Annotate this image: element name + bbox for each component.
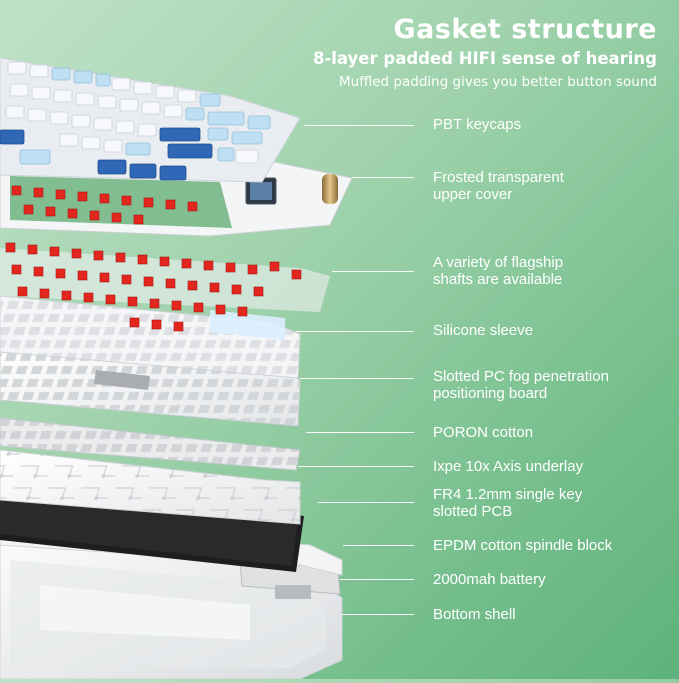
leader-line-battery (340, 579, 414, 580)
leader-line-ixpe (298, 466, 414, 467)
label-text: shafts are available (433, 271, 563, 288)
leader-line-pcb (318, 502, 414, 503)
leader-line-positioning-board (300, 378, 414, 379)
keycaps-layer (0, 57, 301, 183)
label-text: upper cover (433, 186, 513, 203)
leader-line-epdm (343, 545, 414, 546)
label-keycaps: PBT keycaps (433, 116, 521, 133)
label-text: PBT keycaps (433, 116, 522, 133)
label-text: PORON cotton (433, 424, 534, 441)
label-text: Silicone sleeve (433, 322, 534, 339)
label-epdm: EPDM cotton spindle block (433, 537, 612, 554)
page-title: Gasket structure (393, 14, 657, 45)
label-ixpe: Ixpe 10x Axis underlay (433, 458, 583, 475)
leader-line-switches (332, 271, 414, 272)
leader-line-bottom-shell (342, 614, 414, 615)
label-text: Bottom shell (433, 606, 516, 623)
label-battery: 2000mah battery (433, 571, 546, 588)
silicone-layer (0, 295, 301, 379)
label-text: slotted PCB (433, 503, 513, 520)
header-block: Gasket structure 8-layer padded HIFI sen… (313, 14, 657, 92)
label-text: positioning board (433, 385, 548, 402)
switches-layer (0, 242, 330, 332)
page-subtitle: 8-layer padded HIFI sense of hearing (312, 49, 657, 68)
leader-line-upper-cover (352, 177, 414, 178)
page-tagline: Muffled padding gives you better button … (338, 74, 657, 90)
label-poron: PORON cotton (433, 424, 533, 441)
label-text: Slotted PC fog penetration (433, 368, 609, 385)
label-text: 2000mah battery (433, 571, 546, 588)
poron-layer (0, 417, 301, 471)
leader-line-keycaps (304, 125, 414, 126)
label-bottom-shell: Bottom shell (433, 606, 516, 623)
label-text: EPDM cotton spindle block (433, 537, 613, 554)
leader-line-silicone (296, 331, 414, 332)
label-text: Frosted transparent (433, 169, 564, 186)
label-text: A variety of flagship (433, 254, 564, 271)
leader-line-poron (306, 432, 414, 433)
positioning-board-layer (0, 337, 301, 427)
label-silicone: Silicone sleeve (433, 322, 533, 339)
ixpe-layer (0, 449, 301, 525)
label-text: FR4 1.2mm single key (433, 486, 583, 503)
label-text: Ixpe 10x Axis underlay (433, 458, 584, 475)
